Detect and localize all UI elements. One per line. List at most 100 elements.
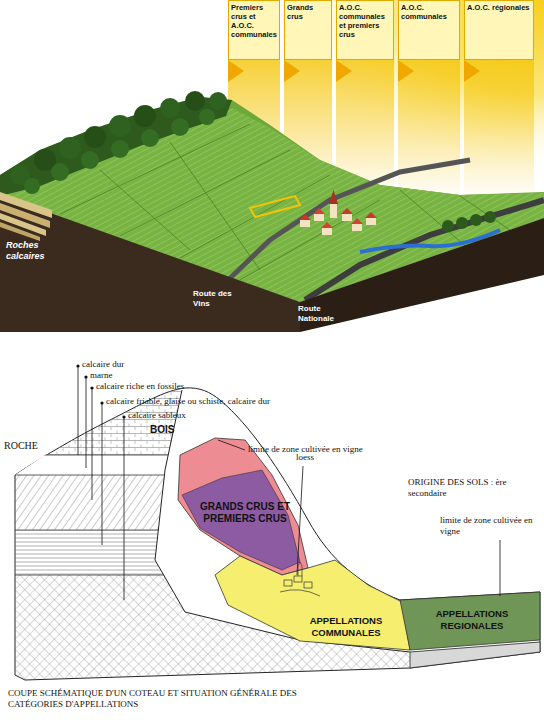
parcel-line (120, 150, 290, 236)
note-label: ORIGINE DES SOLS : ère secondaire (408, 477, 528, 499)
zone-fill (215, 556, 410, 650)
appellation-banner: A.O.C. communales (398, 0, 460, 60)
roof (365, 212, 377, 218)
forest-area (0, 97, 232, 196)
leader-line (124, 417, 125, 600)
house-sketch (304, 582, 312, 588)
banner-text: A.O.C. régionales (467, 3, 531, 12)
leader-line (500, 540, 501, 596)
church (330, 204, 337, 218)
tree (81, 151, 99, 169)
street-sketch (280, 590, 320, 596)
leader-dot (76, 364, 79, 367)
road-label: Route Nationale (298, 304, 354, 324)
zone-text: APPELLATIONS REGIONALES (416, 608, 528, 631)
zone-text: APPELLATIONS COMMUNALES (290, 615, 402, 638)
banner-text: A.O.C. communales (401, 3, 457, 21)
banner-arrow (284, 60, 300, 82)
section-edge (155, 390, 410, 652)
appellation-banner: Premiers crus et A.O.C. communales (228, 0, 280, 60)
tree (109, 115, 131, 137)
road-label: Route des Vins (193, 289, 241, 309)
tree (484, 211, 496, 223)
tree (160, 98, 180, 118)
house (300, 220, 310, 227)
zone-subfill (182, 470, 300, 570)
soil-face (300, 218, 544, 332)
appellation-zone: APPELLATIONS REGIONALES (398, 590, 542, 652)
leader-dot (84, 375, 87, 378)
appellation-zone: APPELLATIONS COMMUNALES (212, 553, 412, 653)
zone-fill (178, 438, 308, 575)
banner-arrow (228, 60, 244, 82)
zone-text: GRANDS CRUS ET PREMIERS CRUS (197, 501, 293, 525)
stratum-label: calcaire sableux (128, 410, 238, 421)
house-sketch (284, 580, 292, 586)
banner-arrow (336, 60, 352, 82)
banner-text: Grands crus (287, 3, 329, 21)
zone-shape (212, 553, 412, 653)
roof (341, 208, 353, 214)
soil-label: loess (296, 452, 336, 463)
leader-dot (122, 415, 125, 418)
caption: COUPE SCHÉMATIQUE D'UN COTEAU ET SITUATI… (8, 688, 338, 710)
tree (442, 220, 454, 232)
church-spire (329, 190, 338, 204)
appellation-banner: Grands crus (284, 0, 332, 60)
stratum (0, 455, 544, 475)
leader-line (102, 403, 103, 545)
parcel-line (170, 142, 260, 270)
appellation-zone: GRANDS CRUS ET PREMIERS CRUS (175, 435, 311, 577)
tree (185, 91, 205, 111)
parcel-line (180, 175, 330, 258)
house (352, 224, 362, 231)
roof (313, 208, 325, 214)
house (342, 214, 352, 221)
tree (134, 105, 156, 127)
tree (51, 163, 69, 181)
rock-label: Roches calcaires (6, 240, 61, 262)
tree (171, 118, 189, 136)
leader-dot (90, 386, 93, 389)
leader-dot (100, 401, 103, 404)
tree (141, 129, 159, 147)
limit-label: limite de zone cultivée en vigne (440, 515, 544, 537)
appellation-banner: A.O.C. communales et premiers crus (336, 0, 394, 60)
leader-line (78, 366, 79, 455)
tree (209, 92, 227, 110)
stratum-label: marne (90, 370, 170, 381)
steeple-sketch (298, 562, 302, 576)
stratum-label: calcaire riche en fossiles (96, 381, 246, 392)
roof (321, 222, 333, 228)
tree (199, 109, 215, 125)
roof (351, 218, 363, 224)
stratum-label: calcaire dur (82, 359, 202, 370)
zone-fill (400, 592, 540, 650)
limestone-rocks (0, 192, 52, 241)
forest (0, 91, 232, 196)
tree (84, 126, 106, 148)
rock-layer (0, 222, 40, 241)
leader-line (297, 466, 303, 575)
village-sketch (280, 562, 320, 596)
stratum-boundary (0, 455, 544, 456)
banner-text: Premiers crus et A.O.C. communales (231, 3, 277, 39)
leader-line (92, 388, 93, 500)
roof (299, 214, 311, 220)
zone-label: BOIS (150, 424, 190, 436)
parcel-line (60, 124, 250, 214)
appellation-banner: A.O.C. régionales (464, 0, 534, 60)
banner-arrow (398, 60, 414, 82)
tree (456, 217, 468, 229)
house-sketch (294, 576, 302, 582)
banner-column (464, 60, 534, 200)
limit-label: limite de zone cultivée en vigne (248, 444, 418, 455)
banner-arrow (464, 60, 480, 82)
banner-column (398, 60, 460, 200)
leader-line (218, 440, 245, 450)
stratum (0, 380, 544, 455)
